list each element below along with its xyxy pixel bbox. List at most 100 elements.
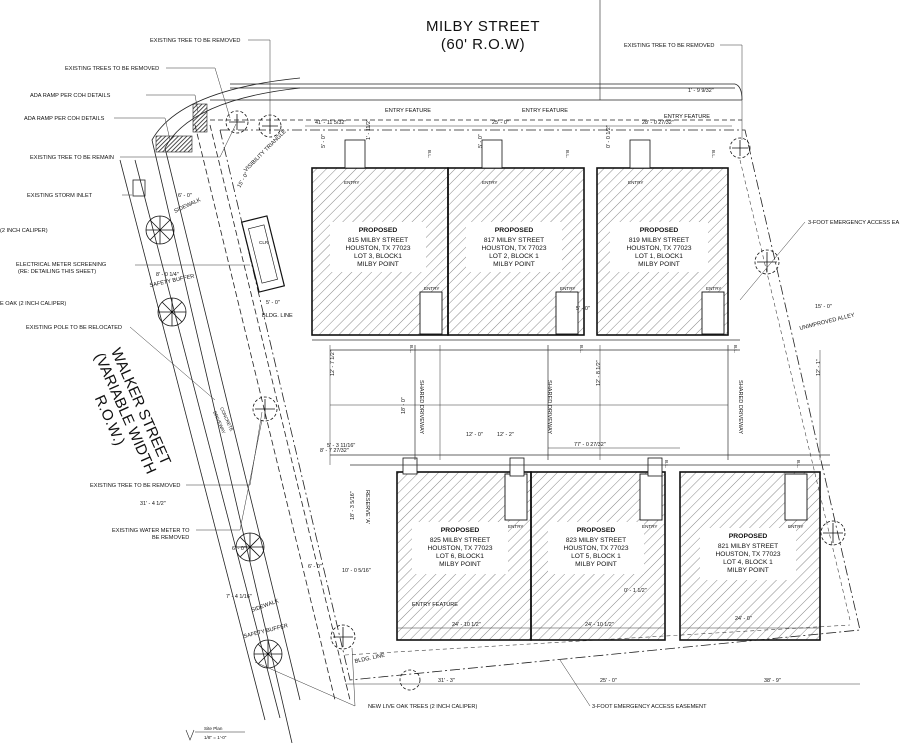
svg-text:HOUSTON, TX 77023: HOUSTON, TX 77023 — [627, 245, 692, 252]
svg-text:HOUSTON, TX 77023: HOUSTON, TX 77023 — [716, 551, 781, 558]
tree-corner-1 — [225, 110, 249, 134]
tree-right-2 — [820, 520, 846, 546]
lot-1-label: PROPOSED 819 MILBY STREET HOUSTON, TX 77… — [627, 227, 692, 268]
note-visibility-triangle: VISIBILITY TRIANGLE — [243, 129, 288, 174]
entry-label-1: ENTRY — [344, 180, 360, 185]
lot-2-label: PROPOSED 817 MILBY STREET HOUSTON, TX 77… — [482, 227, 547, 268]
svg-text:0' - 1 1/2": 0' - 1 1/2" — [624, 588, 647, 594]
svg-text:PROPOSED: PROPOSED — [495, 227, 534, 234]
tree-bottom-2 — [399, 669, 421, 691]
svg-text:5' - 0": 5' - 0" — [576, 306, 590, 312]
driveway-lanes — [312, 339, 830, 466]
svg-text:1' - 11/2": 1' - 11/2" — [366, 119, 372, 140]
note-new-oaks: NEW LIVE OAK TREES (2 INCH CALIPER) — [368, 704, 477, 710]
tree-walker-1 — [145, 215, 175, 245]
note-water-meter-2: BE REMOVED — [152, 535, 189, 541]
sheet-scale-text: 1/8" = 1'-0" — [204, 735, 227, 740]
entry-box-lot6 — [504, 473, 528, 521]
svg-text:HOUSTON, TX 77023: HOUSTON, TX 77023 — [428, 545, 493, 552]
note-entry-feature-4: ENTRY FEATURE — [412, 602, 458, 608]
tree-walker-2 — [157, 297, 187, 327]
svg-text:15' - 0": 15' - 0" — [237, 171, 251, 189]
svg-text:PROPOSED: PROPOSED — [577, 527, 616, 534]
note-caliper: (2 INCH CALIPER) — [0, 228, 48, 234]
storm-inlet — [132, 179, 146, 197]
trees — [145, 110, 846, 691]
entry-label-5: ENTRY — [560, 286, 576, 291]
bl-2: B.L. — [565, 150, 570, 158]
svg-text:7' - 4 1/16": 7' - 4 1/16" — [226, 594, 252, 600]
svg-text:819 MILBY STREET: 819 MILBY STREET — [629, 237, 689, 244]
note-tree-removed-1: EXISTING TREE TO BE REMOVED — [150, 38, 240, 44]
svg-text:LOT 3, BLOCK1: LOT 3, BLOCK1 — [354, 253, 402, 260]
note-emergency-easement-bottom: 3-FOOT EMERGENCY ACCESS EASEMENT — [592, 704, 707, 710]
entry-box-lot3 — [419, 291, 443, 335]
note-trees-removed: EXISTING TREES TO BE REMOVED — [65, 66, 159, 72]
lot-labels-top: PROPOSED 815 MILBY STREET HOUSTON, TX 77… — [346, 227, 692, 268]
svg-text:5' - 0": 5' - 0" — [321, 134, 327, 148]
entry-label-4: ENTRY — [424, 286, 440, 291]
svg-text:PROPOSED: PROPOSED — [640, 227, 679, 234]
note-emergency-easement-side: 3-FOOT EMERGENCY ACCESS EA — [808, 220, 899, 226]
svg-text:77' - 0 27/32": 77' - 0 27/32" — [574, 442, 606, 448]
svg-text:24' - 10 1/2": 24' - 10 1/2" — [585, 622, 614, 628]
note-tree-remain: EXISTING TREE TO BE REMAIN — [30, 155, 114, 161]
svg-text:PROPOSED: PROPOSED — [359, 227, 398, 234]
tree-right-1 — [754, 249, 780, 275]
entry-label-8: ENTRY — [642, 524, 658, 529]
svg-text:LOT 4, BLOCK 1: LOT 4, BLOCK 1 — [723, 559, 773, 566]
entry-label-2: ENTRY — [482, 180, 498, 185]
entry-box-lot1 — [701, 291, 725, 335]
svg-text:41' - 11 5/32": 41' - 11 5/32" — [315, 120, 346, 126]
svg-text:12' - 8 1/2": 12' - 8 1/2" — [596, 360, 602, 386]
note-reserve: RESERVE 'A' — [364, 490, 370, 524]
svg-text:5' - 0": 5' - 0" — [478, 134, 484, 148]
note-safety-buffer-2: SAFETY BUFFER — [243, 623, 289, 640]
lot-6-label: PROPOSED 825 MILBY STREET HOUSTON, TX 77… — [428, 527, 493, 568]
svg-text:MILBY POINT: MILBY POINT — [493, 261, 535, 268]
svg-text:823 MILBY STREET: 823 MILBY STREET — [566, 537, 626, 544]
note-shared-driveway-3: SHARED DRIVEWAY — [737, 380, 743, 434]
entry-box-lot2 — [555, 291, 579, 335]
lot-5-label: PROPOSED 823 MILBY STREET HOUSTON, TX 77… — [564, 527, 629, 568]
tree-bottom — [330, 624, 356, 650]
svg-text:15' - 0": 15' - 0" — [815, 304, 832, 310]
svg-text:18' - 0": 18' - 0" — [401, 397, 407, 414]
tree-walker-3 — [235, 532, 265, 562]
sheet-title-text: Site Plan — [204, 726, 223, 731]
svg-text:0' - 0 1/2": 0' - 0 1/2" — [606, 125, 612, 148]
svg-text:25' - 0": 25' - 0" — [600, 678, 617, 684]
entry-label-6: ENTRY — [706, 286, 722, 291]
entry-label-3: ENTRY — [628, 180, 644, 185]
tree-walker-4 — [253, 639, 283, 669]
note-entry-feature-3: ENTRY FEATURE — [664, 114, 710, 120]
dimension-texts: 41' - 11 5/32" 25' - 0" 28' - 0 27/32" 5… — [140, 88, 832, 684]
svg-text:10' - 0 5/16": 10' - 0 5/16" — [342, 568, 371, 574]
svg-text:5' - 0": 5' - 0" — [266, 300, 280, 306]
svg-text:12' - 7 1/2": 12' - 7 1/2" — [330, 350, 336, 376]
svg-text:815 MILBY STREET: 815 MILBY STREET — [348, 237, 408, 244]
leader-lines — [114, 39, 806, 707]
note-shared-driveway-2: SHARED DRIVEWAY — [546, 380, 552, 434]
svg-text:28' - 0 27/32": 28' - 0 27/32" — [642, 120, 674, 126]
svg-text:25' - 0": 25' - 0" — [492, 120, 509, 126]
svg-text:6' - 0": 6' - 0" — [232, 546, 246, 552]
svg-text:MILBY POINT: MILBY POINT — [357, 261, 399, 268]
svg-text:MILBY POINT: MILBY POINT — [575, 561, 617, 568]
svg-text:HOUSTON, TX 77023: HOUSTON, TX 77023 — [482, 245, 547, 252]
svg-text:821 MILBY STREET: 821 MILBY STREET — [718, 543, 778, 550]
lot-4-label: PROPOSED 821 MILBY STREET HOUSTON, TX 77… — [716, 533, 781, 574]
note-ada-ramp-1: ADA RAMP PER COH DETAILS — [30, 93, 111, 99]
note-pole-relocated: EXISTING POLE TO BE RELOCATED — [26, 325, 122, 331]
note-entry-feature-2: ENTRY FEATURE — [522, 108, 568, 114]
bl-3: B.L. — [711, 150, 716, 158]
svg-text:6' - 0": 6' - 0" — [178, 193, 192, 199]
property-boundary — [219, 129, 861, 681]
svg-text:MILBY POINT: MILBY POINT — [439, 561, 481, 568]
entry-box-lot4 — [784, 473, 808, 521]
ada-ramp-1 — [192, 103, 208, 133]
bl-1: B.L. — [427, 150, 432, 158]
svg-text:825 MILBY STREET: 825 MILBY STREET — [430, 537, 490, 544]
svg-text:LOT 5, BLOCK 1: LOT 5, BLOCK 1 — [571, 553, 621, 560]
